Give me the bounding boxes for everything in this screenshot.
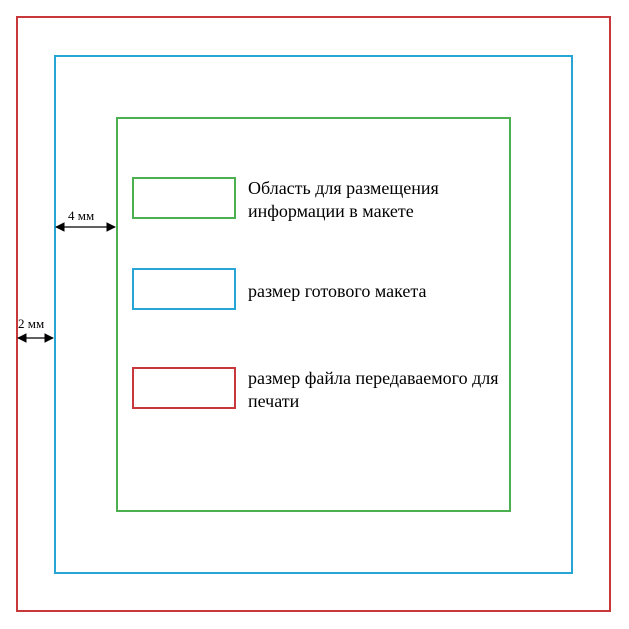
legend-label-file-size: размер файла передаваемого для печати <box>248 368 499 411</box>
legend-swatch-finished-size <box>132 268 236 310</box>
legend-swatch-file-size <box>132 367 236 409</box>
dimension-label-2mm: 2 мм <box>18 316 45 331</box>
legend-swatch-content-area <box>132 177 236 219</box>
legend-label-finished-size: размер готового макета <box>248 281 427 301</box>
finished-size-frame <box>54 55 573 574</box>
content-area-frame <box>116 117 511 512</box>
print-file-frame <box>16 16 611 612</box>
legend-label-content-area: Область для размещения информации в маке… <box>248 178 439 221</box>
dimension-label-4mm: 4 мм <box>68 208 95 223</box>
